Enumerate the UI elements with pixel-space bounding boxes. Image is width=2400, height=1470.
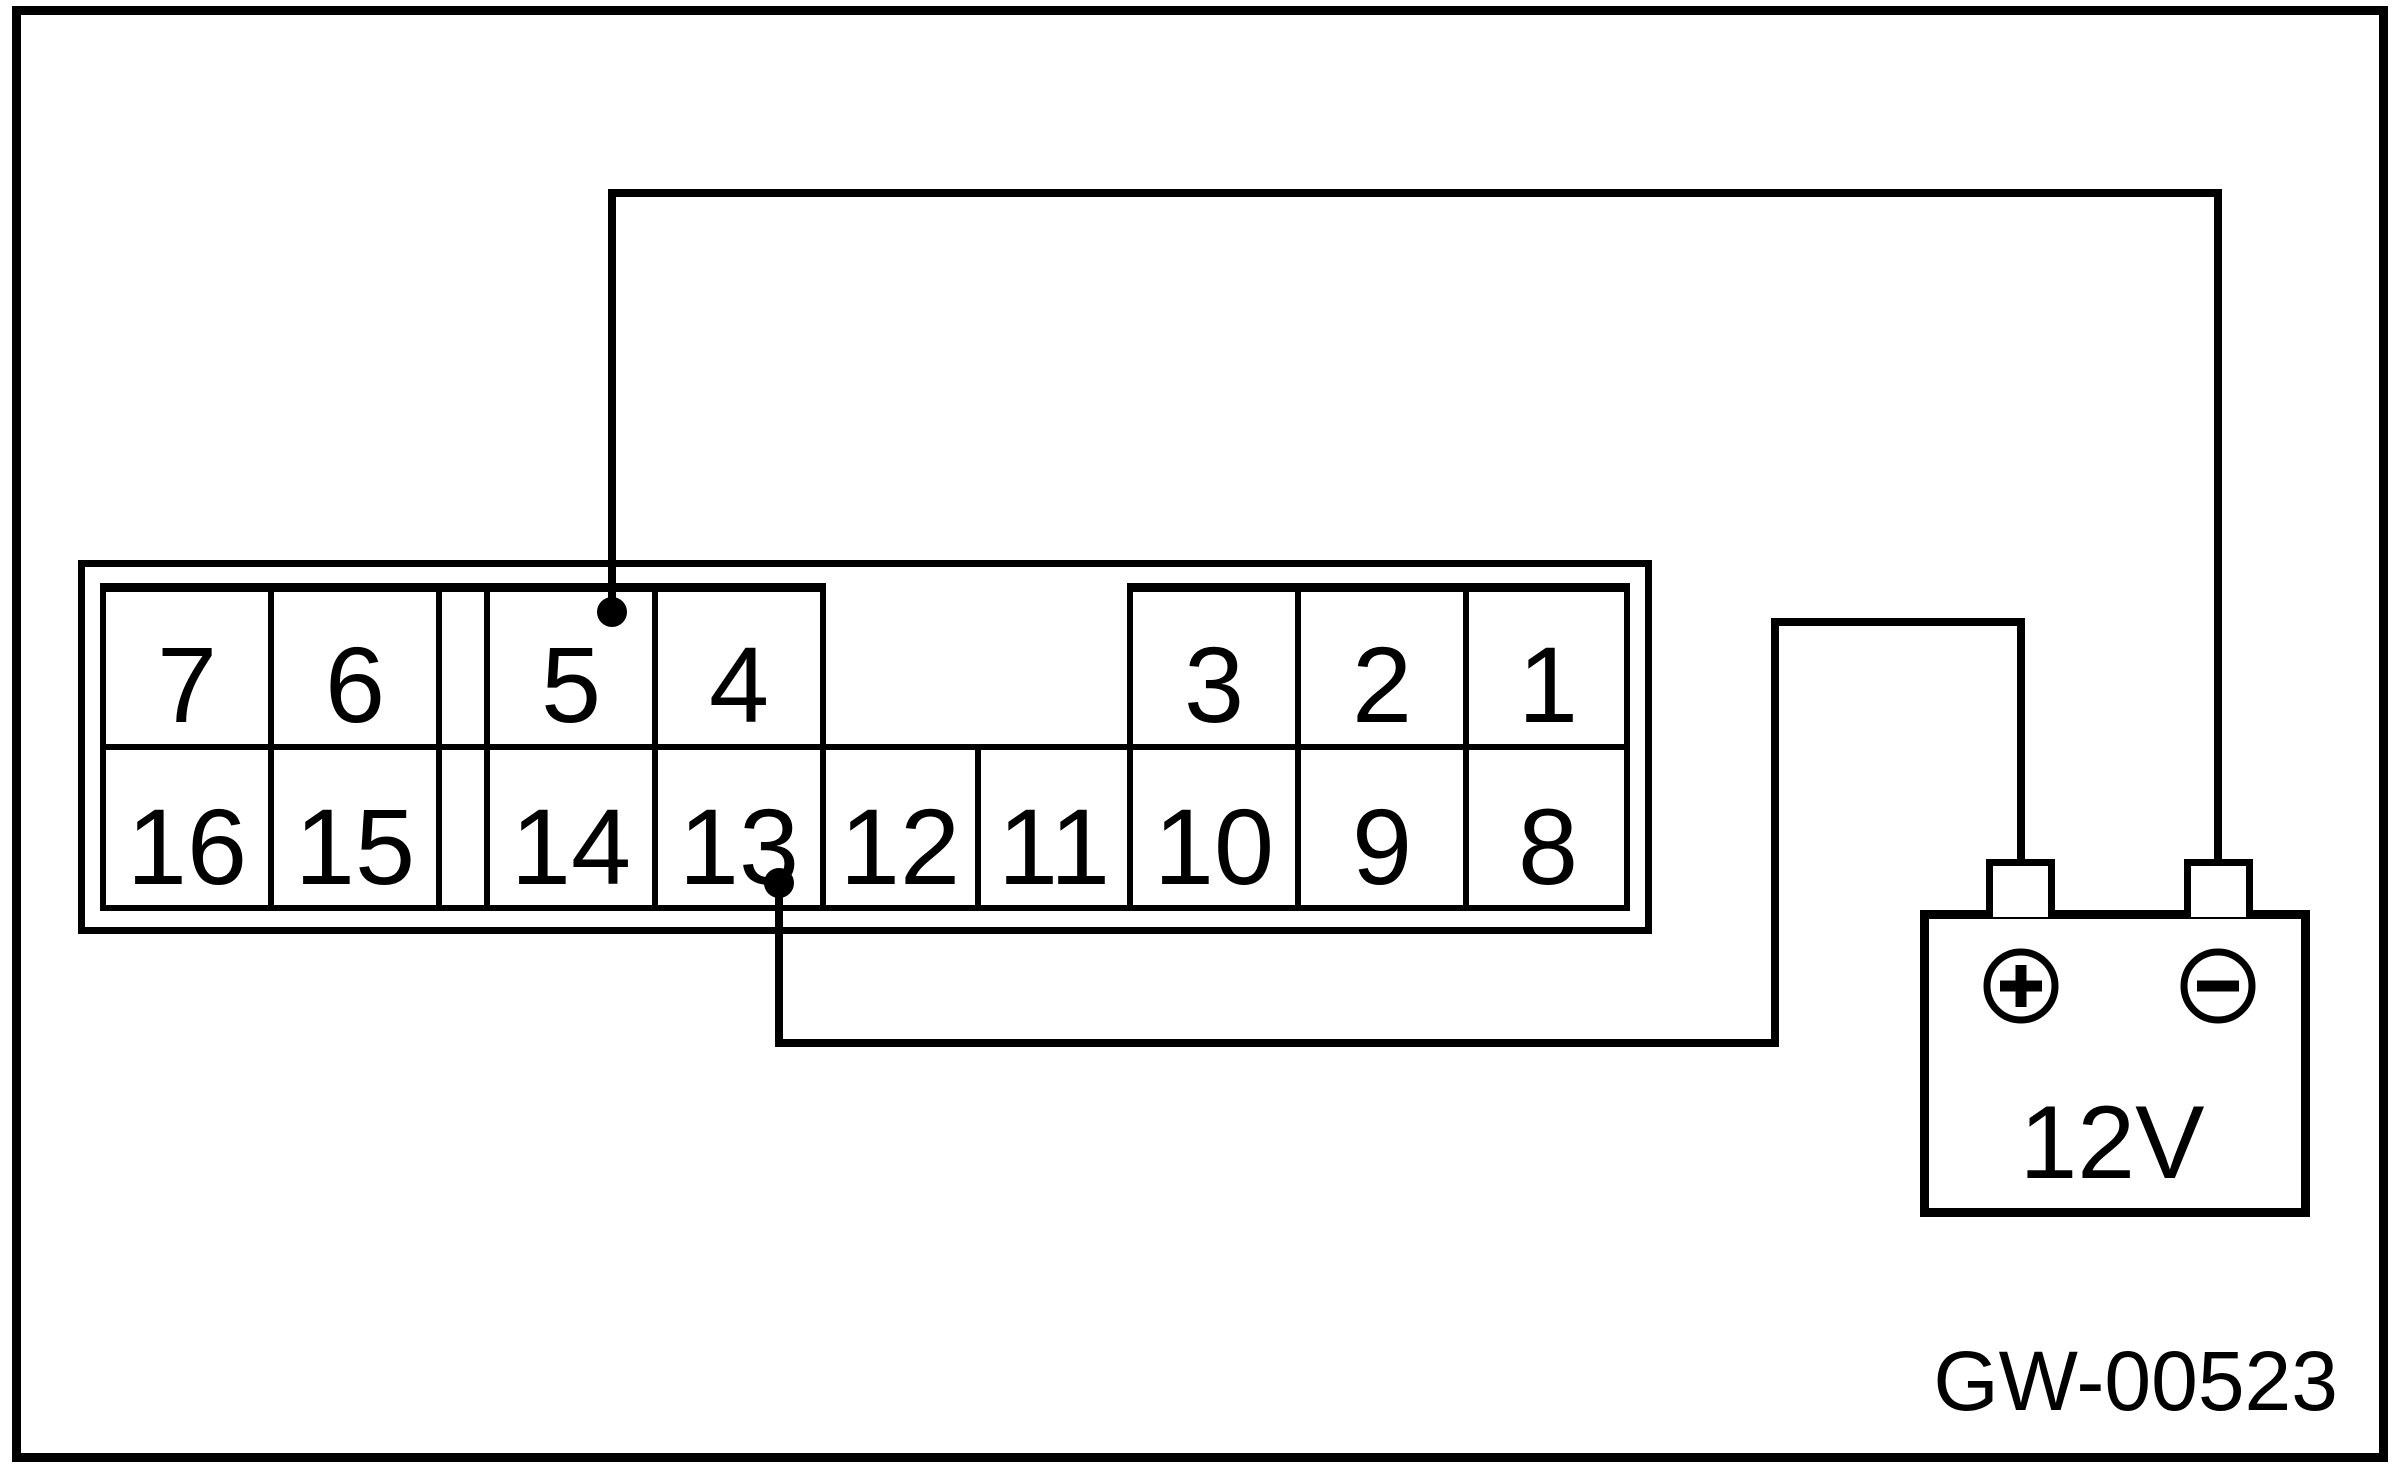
wire-pin5-to-negative [597,189,2222,866]
battery-negative-post [2184,859,2253,916]
diagram-code-label: GW-00523 [1933,1334,2338,1428]
battery-voltage-label: 12V [2019,1085,2204,1201]
pin-label-6: 6 [325,624,385,745]
pin-label-5: 5 [541,624,601,745]
connector-outer-shell [78,560,1652,934]
junction-dot-pin13 [764,868,794,898]
minus-icon [2180,948,2256,1024]
pin-label-15: 15 [295,786,415,907]
pin-label-11: 11 [998,786,1110,907]
pin-label-1: 1 [1518,624,1578,745]
pin-label-16: 16 [127,786,247,907]
battery-symbol: 12V [1920,859,2310,1217]
plus-icon [1983,948,2059,1024]
wire-path-pin5 [608,189,2222,866]
pin-label-9: 9 [1352,786,1412,907]
pin-label-12: 12 [840,786,960,907]
pin-label-8: 8 [1518,786,1578,907]
wire-pin13-to-positive [764,618,2025,1047]
pin-label-3: 3 [1184,624,1244,745]
connector-assembly: 7 6 5 4 3 2 1 16 15 14 13 12 11 10 9 8 [78,560,1652,934]
top-row-cells [103,580,1627,747]
junction-dot-pin5 [597,597,627,627]
minus-icon-circle [2180,948,2256,1024]
bottom-row-labels: 16 15 14 13 12 11 10 9 8 [127,786,1578,907]
pin-label-2: 2 [1352,624,1412,745]
top-open-span-mask [826,580,1127,594]
battery-positive-post [1986,859,2055,916]
top-row-labels: 7 6 5 4 3 2 1 [157,624,1578,745]
pin-label-14: 14 [511,786,631,907]
bottom-row-cells [268,747,1469,908]
pin-label-7: 7 [157,624,217,745]
pin-label-10: 10 [1154,786,1274,907]
plus-icon-circle [1983,948,2059,1024]
pin-label-4: 4 [709,624,769,745]
wire-path-pin13 [775,618,2025,1047]
diagram-frame [12,6,2388,1462]
